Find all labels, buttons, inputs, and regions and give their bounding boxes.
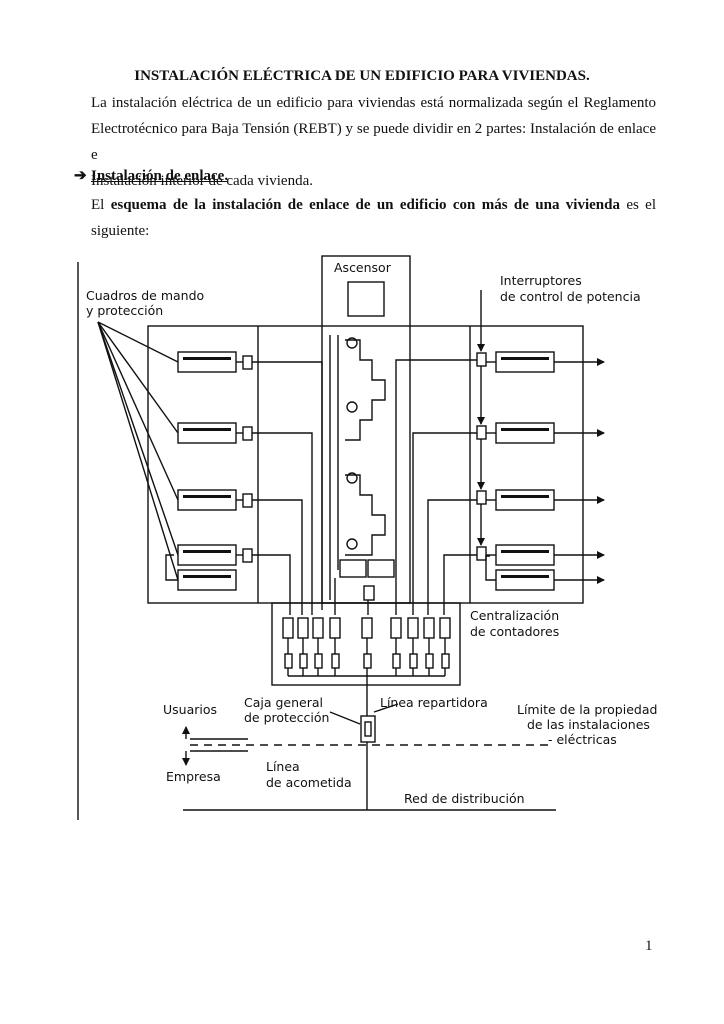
label-linea-repartidora: Línea repartidora xyxy=(380,695,488,710)
scheme-suffix: es el xyxy=(626,197,656,213)
scheme-prefix: El xyxy=(91,197,105,213)
control-panel xyxy=(177,544,237,566)
label-red-distribucion: Red de distribución xyxy=(404,791,525,806)
scheme-bold-text: esquema de la instalación de enlace de u… xyxy=(110,197,620,213)
label-cuadros-2: y protección xyxy=(86,303,163,318)
section-heading: Instalación de enlace. xyxy=(91,168,229,184)
intro-paragraph: La instalación eléctrica de un edificio … xyxy=(91,90,656,194)
label-limite-1: Límite de la propiedad xyxy=(517,702,657,717)
scheme-paragraph: El esquema de la instalación de enlace d… xyxy=(91,192,656,244)
label-cuadros-1: Cuadros de mando xyxy=(86,288,204,303)
label-interruptores-1: Interruptores xyxy=(500,273,582,288)
control-panel xyxy=(177,489,237,511)
control-panel xyxy=(495,422,555,444)
label-acometida-1: Línea xyxy=(266,759,300,774)
control-panel xyxy=(495,351,555,373)
scheme-line-2: siguiente: xyxy=(91,223,150,239)
control-panel xyxy=(495,569,555,591)
scheme-line: El esquema de la instalación de enlace d… xyxy=(91,192,656,218)
intro-line: La instalación eléctrica de un edificio … xyxy=(91,95,656,111)
label-interruptores-2: de control de potencia xyxy=(500,289,641,304)
elevator-shaft xyxy=(321,255,411,604)
label-limite-3: - eléctricas xyxy=(548,732,617,747)
label-caja-2: de protección xyxy=(244,710,329,725)
page-number: 1 xyxy=(645,938,653,954)
control-panel xyxy=(495,544,555,566)
label-usuarios: Usuarios xyxy=(163,702,217,717)
control-panel xyxy=(177,351,237,373)
label-acometida-2: de acometida xyxy=(266,775,352,790)
label-limite-2: de las instalaciones xyxy=(527,717,650,732)
control-panel xyxy=(177,569,237,591)
intro-line: Instalación interior de cada vivienda. xyxy=(91,173,313,189)
intro-line: Electrotécnico para Baja Tensión (REBT) … xyxy=(91,121,656,163)
label-centralizacion-2: de contadores xyxy=(470,624,559,639)
right-arrow-icon: ➔ xyxy=(74,168,87,184)
label-caja-1: Caja general xyxy=(244,695,323,710)
document-title: INSTALACIÓN ELÉCTRICA DE UN EDIFICIO PAR… xyxy=(134,68,590,84)
label-ascensor: Ascensor xyxy=(334,260,392,275)
enlace-scheme-diagram: Ascensor Interruptores de control de pot… xyxy=(77,255,657,820)
control-panel xyxy=(495,489,555,511)
elevator-car xyxy=(347,281,385,317)
meter-centralization-box xyxy=(271,602,461,686)
control-panel xyxy=(177,422,237,444)
section-bullet: ➔Instalación de enlace. xyxy=(74,166,228,185)
label-centralizacion-1: Centralización xyxy=(470,608,559,623)
general-protection-box xyxy=(360,715,376,743)
label-empresa: Empresa xyxy=(166,769,221,784)
